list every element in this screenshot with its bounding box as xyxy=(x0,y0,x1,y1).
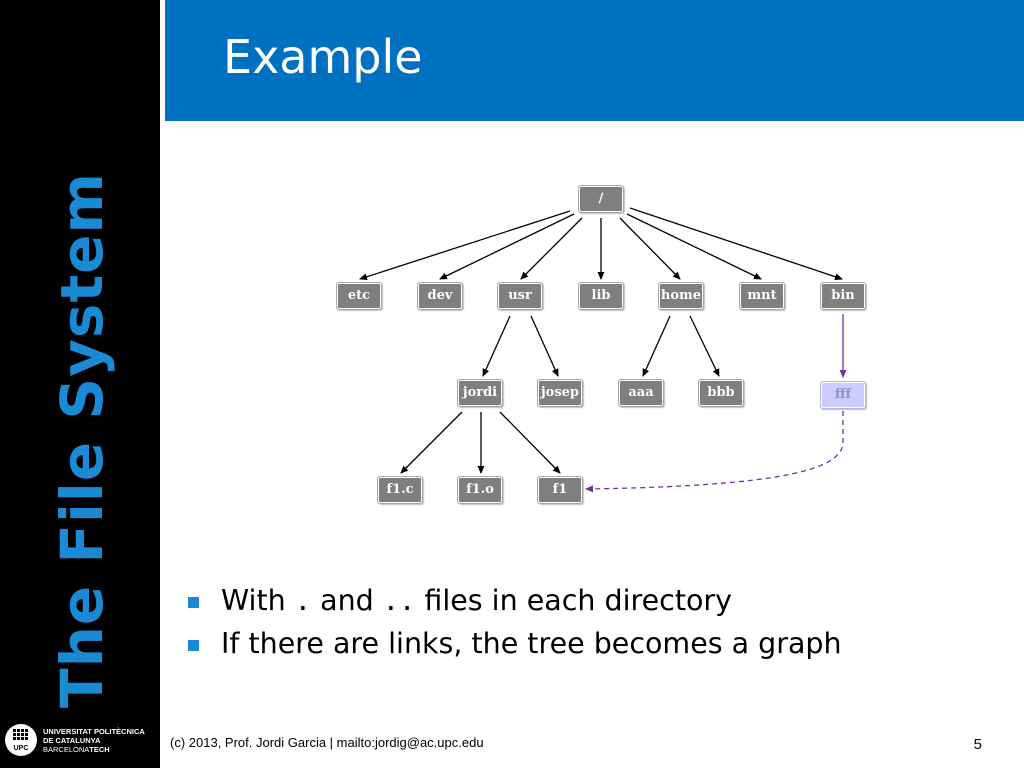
edge-jordi-f1 xyxy=(499,411,561,474)
bullet-item-dot-files: With . and .. files in each directory xyxy=(186,584,986,627)
edge-root-mnt xyxy=(626,213,762,280)
node-bin: bin xyxy=(820,282,866,310)
logo-line-1: UNIVERSITAT POLITÈCNICA xyxy=(43,726,145,736)
slide-header: Example xyxy=(165,0,1024,121)
square-bullet-icon xyxy=(188,640,199,651)
bullet-list: With . and .. files in each directory If… xyxy=(186,584,986,670)
link-edge-fff-f1 xyxy=(585,411,844,493)
bullet-text-suffix: files in each directory xyxy=(415,584,733,617)
edge-home-bbb xyxy=(689,315,720,377)
node-lib: lib xyxy=(578,282,624,310)
node-aaa: aaa xyxy=(618,379,664,407)
logo-line-3-bold: TECH xyxy=(89,744,110,754)
node-fff-link: fff xyxy=(820,381,866,409)
sidebar-divider xyxy=(160,0,165,768)
node-usr: usr xyxy=(497,282,543,310)
edge-root-bin xyxy=(629,207,843,281)
node-f1-c: f1.c xyxy=(377,476,423,504)
upc-logo-mark-label: UPC xyxy=(14,745,29,752)
logo-line-3-light: BARCELONA xyxy=(43,744,90,754)
node-f1: f1 xyxy=(537,476,583,504)
logo-line-3: BARCELONATECH xyxy=(43,745,145,754)
square-bullet-icon xyxy=(188,597,199,608)
edge-home-aaa xyxy=(642,315,671,377)
upc-logo-text: UNIVERSITAT POLITÈCNICA DE CATALUNYA BAR… xyxy=(43,727,145,754)
node-mnt: mnt xyxy=(739,282,785,310)
code-current-dir: . xyxy=(294,586,312,617)
bullet-text-prefix: With xyxy=(221,584,295,617)
tree-edges xyxy=(359,207,843,474)
bullet-item-links-graph: If there are links, the tree becomes a g… xyxy=(186,627,986,670)
edge-root-etc xyxy=(359,210,571,281)
sidebar: The File System UPC UNIVERSITAT POLITÈCN… xyxy=(0,0,160,768)
edge-usr-jordi xyxy=(482,315,511,377)
node-dev: dev xyxy=(417,282,463,310)
footer-text: (c) 2013, Prof. Jordi Garcia | mailto:jo… xyxy=(170,735,484,750)
bullet-text-middle: and xyxy=(311,584,383,617)
node-home: home xyxy=(658,282,704,310)
node-jordi: jordi xyxy=(457,379,503,407)
edge-root-usr xyxy=(520,217,583,280)
node-bbb: bbb xyxy=(698,379,744,407)
edge-root-dev xyxy=(439,213,575,280)
node-f1-o: f1.o xyxy=(457,476,503,504)
upc-logo: UPC UNIVERSITAT POLITÈCNICA DE CATALUNYA… xyxy=(4,722,156,758)
page-number: 5 xyxy=(973,736,982,753)
logo-line-2: DE CATALUNYA xyxy=(43,735,101,745)
node-etc: etc xyxy=(336,282,382,310)
edge-root-home xyxy=(619,217,681,280)
node-root: / xyxy=(578,185,624,213)
node-josep: josep xyxy=(537,379,583,407)
bullet-text: If there are links, the tree becomes a g… xyxy=(221,627,842,660)
edge-usr-josep xyxy=(530,315,559,377)
upc-logo-icon: UPC xyxy=(5,724,37,756)
code-parent-dir: .. xyxy=(382,586,416,617)
slide-title: Example xyxy=(223,30,423,84)
edge-jordi-f1c xyxy=(400,411,463,474)
